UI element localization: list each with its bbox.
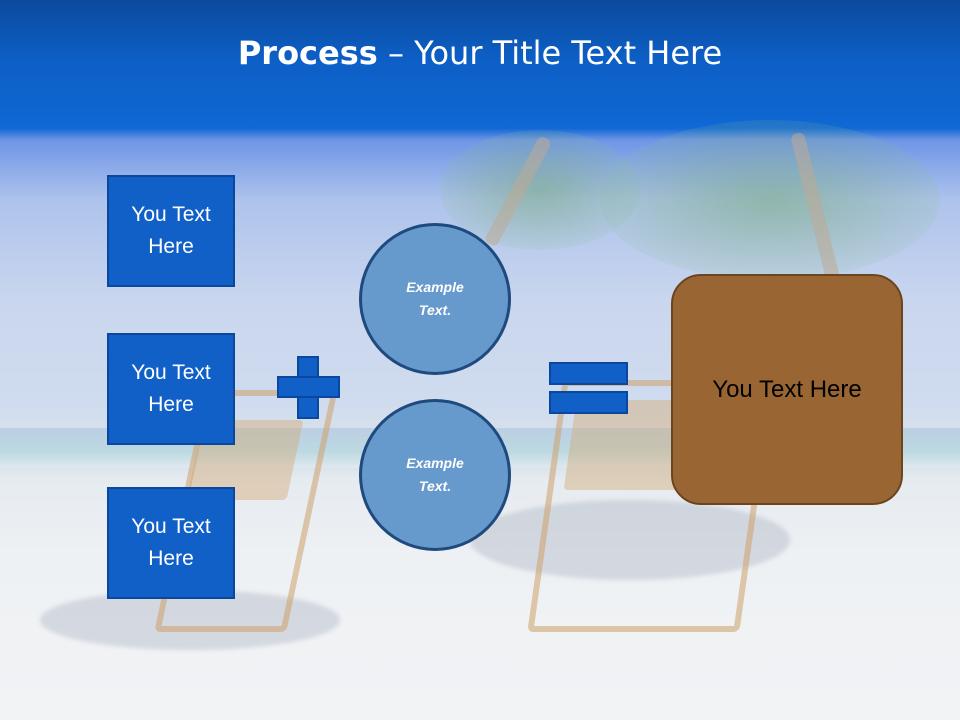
slide-title: Process – Your Title Text Here — [238, 34, 722, 72]
title-bold: Process — [237, 34, 378, 72]
chair-shadow — [40, 590, 340, 650]
example-circle-1: Example Text. — [359, 223, 511, 375]
chair-shadow — [470, 500, 790, 580]
title-rest: – Your Title Text Here — [377, 34, 723, 72]
result-box: You Text Here — [671, 274, 903, 505]
palm-leaves-right — [600, 120, 940, 280]
circle-label: Example Text. — [406, 279, 464, 318]
circle-label: Example Text. — [406, 455, 464, 494]
input-box-2: You Text Here — [107, 333, 235, 445]
input-box-label: You Text Here — [131, 361, 211, 416]
input-box-3: You Text Here — [107, 487, 235, 599]
input-box-1: You Text Here — [107, 175, 235, 287]
equals-bar-bottom — [549, 391, 628, 414]
input-box-label: You Text Here — [131, 203, 211, 258]
plus-icon — [277, 356, 340, 419]
result-label: You Text Here — [712, 375, 862, 403]
title-band: Process – Your Title Text Here — [0, 0, 960, 128]
input-box-label: You Text Here — [131, 515, 211, 570]
equals-bar-top — [549, 362, 628, 385]
example-circle-2: Example Text. — [359, 399, 511, 551]
